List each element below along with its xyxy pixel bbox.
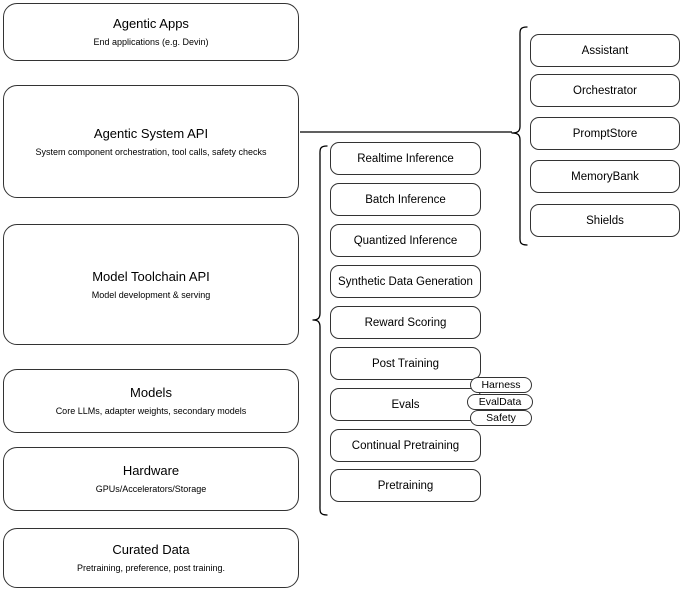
evals-badge-evaldata[interactable]: EvalData [467, 394, 533, 410]
capability-label: Quantized Inference [353, 234, 458, 247]
stack-box-title: Model Toolchain API [92, 268, 210, 284]
capability-label: Reward Scoring [364, 316, 447, 329]
capability-box-post-training[interactable]: Post Training [330, 347, 481, 380]
component-box-orchestrator[interactable]: Orchestrator [530, 74, 680, 107]
stack-box-title: Curated Data [112, 542, 190, 557]
stack-box-subtitle: Core LLMs, adapter weights, secondary mo… [55, 406, 247, 416]
capability-label: Synthetic Data Generation [338, 275, 473, 288]
component-box-promptstore[interactable]: PromptStore [530, 117, 680, 150]
stack-box-model-toolchain-api[interactable]: Model Toolchain API Model development & … [3, 224, 299, 345]
stack-box-title: Models [130, 385, 172, 400]
stack-box-title: Hardware [122, 463, 180, 478]
capability-box-realtime-inference[interactable]: Realtime Inference [330, 142, 481, 175]
capability-box-continual-pretraining[interactable]: Continual Pretraining [330, 429, 481, 462]
stack-box-models[interactable]: Models Core LLMs, adapter weights, secon… [3, 369, 299, 433]
component-box-assistant[interactable]: Assistant [530, 34, 680, 67]
component-label: Assistant [581, 44, 629, 57]
capability-box-batch-inference[interactable]: Batch Inference [330, 183, 481, 216]
component-label: MemoryBank [571, 170, 639, 183]
capability-label: Post Training [371, 357, 440, 370]
capability-label: Batch Inference [365, 193, 446, 206]
stack-box-subtitle: Pretraining, preference, post training. [76, 563, 226, 573]
component-label: Orchestrator [573, 84, 637, 97]
stack-box-curated-data[interactable]: Curated Data Pretraining, preference, po… [3, 528, 299, 588]
stack-box-subtitle: Model development & serving [91, 289, 211, 300]
capability-box-pretraining[interactable]: Pretraining [330, 469, 481, 502]
stack-box-subtitle: End applications (e.g. Devin) [93, 37, 209, 47]
capability-label: Realtime Inference [357, 152, 454, 165]
evals-badge-label: EvalData [478, 395, 522, 408]
capability-box-quantized-inference[interactable]: Quantized Inference [330, 224, 481, 257]
stack-box-subtitle: System component orchestration, tool cal… [35, 146, 267, 157]
component-label: Shields [586, 214, 624, 227]
evals-badge-safety[interactable]: Safety [470, 410, 532, 426]
component-label: PromptStore [572, 127, 638, 140]
capability-box-evals[interactable]: Evals [330, 388, 481, 421]
capability-box-synthetic-data-generation[interactable]: Synthetic Data Generation [330, 265, 481, 298]
stack-box-hardware[interactable]: Hardware GPUs/Accelerators/Storage [3, 447, 299, 511]
evals-badge-label: Safety [486, 411, 516, 424]
stack-box-agentic-apps[interactable]: Agentic Apps End applications (e.g. Devi… [3, 3, 299, 61]
component-box-shields[interactable]: Shields [530, 204, 680, 237]
stack-box-agentic-system-api[interactable]: Agentic System API System component orch… [3, 85, 299, 198]
capability-label: Evals [391, 398, 420, 411]
component-box-memorybank[interactable]: MemoryBank [530, 160, 680, 193]
stack-box-title: Agentic Apps [113, 16, 189, 31]
evals-badge-harness[interactable]: Harness [470, 377, 532, 393]
capability-label: Pretraining [377, 479, 434, 492]
stack-box-subtitle: GPUs/Accelerators/Storage [95, 484, 207, 494]
stack-box-title: Agentic System API [93, 125, 209, 141]
capability-label: Continual Pretraining [351, 439, 460, 452]
capability-box-reward-scoring[interactable]: Reward Scoring [330, 306, 481, 339]
evals-badge-label: Harness [481, 378, 521, 391]
